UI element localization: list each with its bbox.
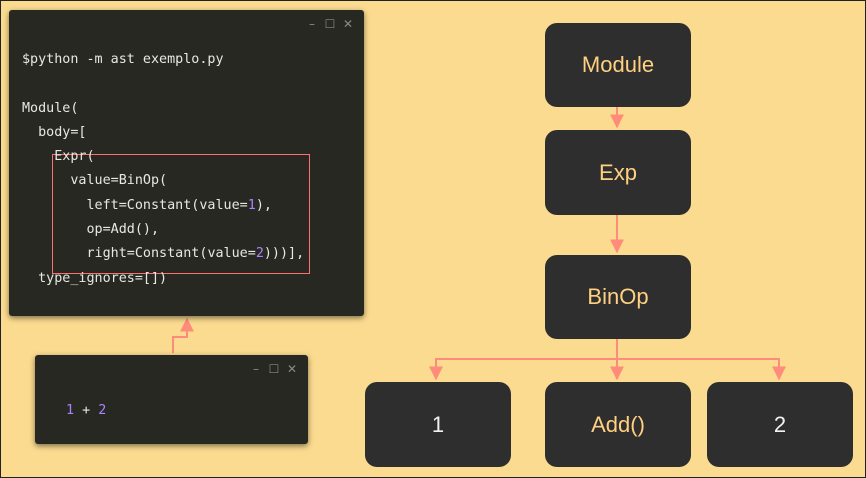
arrow-binop-left <box>429 358 617 381</box>
code-line-body: body=[ <box>22 124 87 140</box>
node-binop: BinOp <box>545 255 691 339</box>
operand-right: 2 <box>98 403 107 418</box>
code-line-left: left=Constant(value=1), <box>22 197 272 213</box>
arrow-source-to-terminal <box>172 317 194 353</box>
minimize-icon[interactable]: – <box>309 17 315 31</box>
code-line-expr: Expr( <box>22 149 95 165</box>
node-add-label: Add() <box>591 411 645 437</box>
code-line-module: Module( <box>22 100 79 116</box>
node-module-label: Module <box>581 52 655 77</box>
arrow-binop-right <box>617 358 786 381</box>
maximize-icon[interactable]: ☐ <box>268 362 280 376</box>
terminal-window-controls: – ☐ ✕ <box>306 17 354 31</box>
source-window-controls: – ☐ ✕ <box>250 362 298 376</box>
number-literal: 2 <box>255 246 264 262</box>
node-exp-label: Exp <box>599 159 637 185</box>
code-line-right: right=Constant(value=2)))], <box>22 246 305 262</box>
source-expression: 1 + 2 <box>66 399 106 423</box>
close-icon[interactable]: ✕ <box>342 17 354 31</box>
node-right-constant: 2 <box>707 382 853 467</box>
command-line: $python -m ast exemplo.py <box>22 52 224 67</box>
close-icon[interactable]: ✕ <box>286 362 298 376</box>
node-binop-label: BinOp <box>587 284 649 309</box>
node-left-label: 1 <box>431 411 445 437</box>
node-exp: Exp <box>545 130 691 215</box>
node-module: Module <box>545 23 691 107</box>
operator: + <box>82 403 91 418</box>
code-line-type-ignores: type_ignores=[]) <box>22 270 168 286</box>
expr-highlight-box <box>52 154 310 274</box>
maximize-icon[interactable]: ☐ <box>324 17 336 31</box>
code-line-value: value=BinOp( <box>22 173 168 189</box>
node-left-constant: 1 <box>365 382 511 467</box>
node-right-label: 2 <box>773 411 787 437</box>
node-add: Add() <box>545 382 691 467</box>
ast-output: $python -m ast exemplo.py Module( body=[… <box>22 48 304 291</box>
code-line-op: op=Add(), <box>22 222 160 238</box>
operand-left: 1 <box>66 403 75 418</box>
minimize-icon[interactable]: – <box>253 362 259 376</box>
source-window: – ☐ ✕ 1 + 2 <box>35 355 308 444</box>
number-literal: 1 <box>247 197 256 213</box>
terminal-window: – ☐ ✕ $python -m ast exemplo.py Module( … <box>9 10 364 316</box>
